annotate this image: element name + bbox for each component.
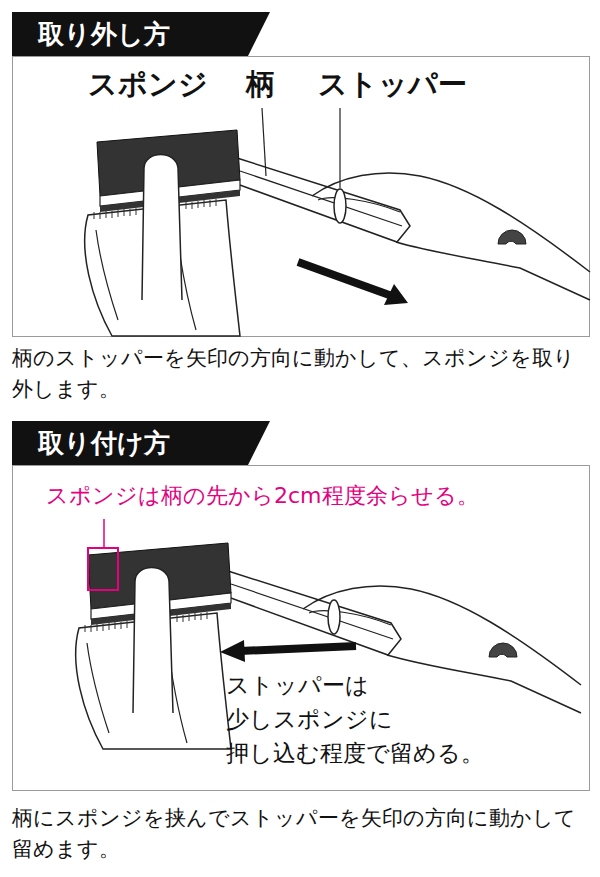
instruction: 柄のストッパーを矢印の方向に動かして、スポンジを取り外します。 — [12, 343, 592, 405]
stopper-ring — [328, 600, 340, 634]
arrow — [240, 646, 356, 651]
arrow-head — [384, 284, 408, 305]
hands-brush — [85, 130, 590, 336]
note: スポンジは柄の先から2cm程度余らせる。 — [46, 482, 479, 510]
leader-line — [103, 519, 105, 548]
note: ストッパーは 少しスポンジに 押し込む程度で留める。 — [226, 668, 501, 770]
arrow — [298, 262, 392, 296]
arrow-head — [220, 640, 245, 662]
frame — [13, 466, 590, 791]
instruction: 柄にスポンジを挟んでストッパーを矢印の方向に動かして留めます。 — [12, 803, 592, 865]
stopper-ring — [334, 189, 346, 223]
highlight-box — [88, 548, 118, 590]
heading-band: 取り外し方 — [12, 12, 270, 56]
heading-text: 取り付け方 — [38, 421, 170, 465]
leader-line — [339, 108, 340, 188]
part-name: ストッパー — [318, 66, 467, 102]
heading-band: 取り付け方 — [12, 421, 270, 465]
frame — [13, 57, 590, 337]
heading-text: 取り外し方 — [38, 12, 170, 56]
leader-line — [262, 108, 266, 176]
part-name: 柄 — [246, 66, 275, 102]
part-name: スポンジ — [88, 66, 208, 102]
